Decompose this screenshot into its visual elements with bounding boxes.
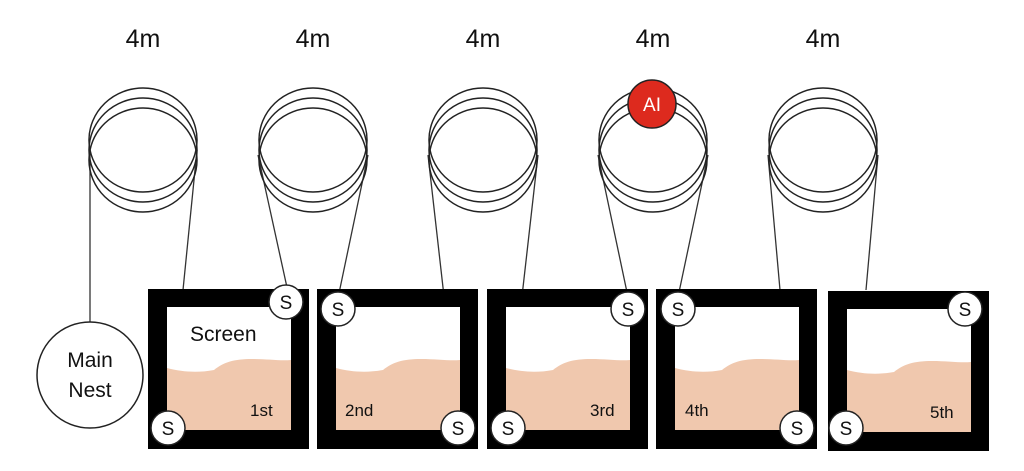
tube-length-label-2: 4m — [296, 25, 331, 53]
tube-coil-5 — [768, 87, 878, 213]
main-nest-label-line2: Nest — [68, 379, 111, 402]
tube-line — [597, 154, 629, 298]
svg-text:S: S — [332, 300, 345, 321]
sensor-box4-bottom: S — [779, 410, 815, 446]
box-label-2nd: 2nd — [345, 401, 373, 420]
svg-text:S: S — [622, 300, 635, 321]
sensor-box2-top: S — [320, 291, 356, 327]
tube-line — [677, 154, 709, 298]
svg-text:S: S — [959, 300, 972, 321]
tube-coil-1 — [88, 87, 198, 213]
sensor-box4-top: S — [660, 291, 696, 327]
sensor-box5-bottom: S — [828, 410, 864, 446]
tube-length-labels: 4m 4m 4m 4m 4m — [126, 25, 841, 53]
screen-label: Screen — [190, 323, 257, 346]
svg-text:S: S — [791, 419, 804, 440]
svg-text:S: S — [280, 293, 293, 314]
tube-line — [257, 154, 289, 293]
sensor-box5-top: S — [947, 291, 983, 327]
box-label-3rd: 3rd — [590, 401, 615, 420]
foraging-box-1: Screen 1st — [148, 289, 309, 449]
svg-text:S: S — [840, 419, 853, 440]
ai-marker-label: AI — [643, 95, 661, 116]
tube-line — [337, 154, 369, 299]
sensor-box1-bottom: S — [150, 410, 186, 446]
tube-coil-2 — [258, 87, 368, 213]
tube-line — [767, 154, 781, 291]
main-nest-label-line1: Main — [67, 349, 113, 372]
sensor-box3-bottom: S — [490, 410, 526, 446]
sensor-box3-top: S — [610, 291, 646, 327]
svg-text:S: S — [502, 419, 515, 440]
box-label-4th: 4th — [685, 401, 709, 420]
tube-length-label-5: 4m — [806, 25, 841, 53]
svg-text:S: S — [452, 419, 465, 440]
sensors: S S S S S S S S — [150, 284, 983, 446]
foraging-box-2: 2nd — [317, 289, 478, 449]
box-label-5th: 5th — [930, 403, 954, 422]
tube-length-label-1: 4m — [126, 25, 161, 53]
tube-length-label-4: 4m — [636, 25, 671, 53]
box-label-1st: 1st — [250, 401, 273, 420]
ai-marker: AI — [627, 79, 677, 129]
sensor-box1-top: S — [268, 284, 304, 320]
tube-length-label-3: 4m — [466, 25, 501, 53]
svg-text:S: S — [672, 300, 685, 321]
tube-coil-3 — [428, 87, 538, 213]
svg-text:S: S — [162, 419, 175, 440]
main-nest: Main Nest — [36, 321, 144, 429]
sensor-box2-bottom: S — [440, 410, 476, 446]
tube-line — [865, 154, 879, 291]
